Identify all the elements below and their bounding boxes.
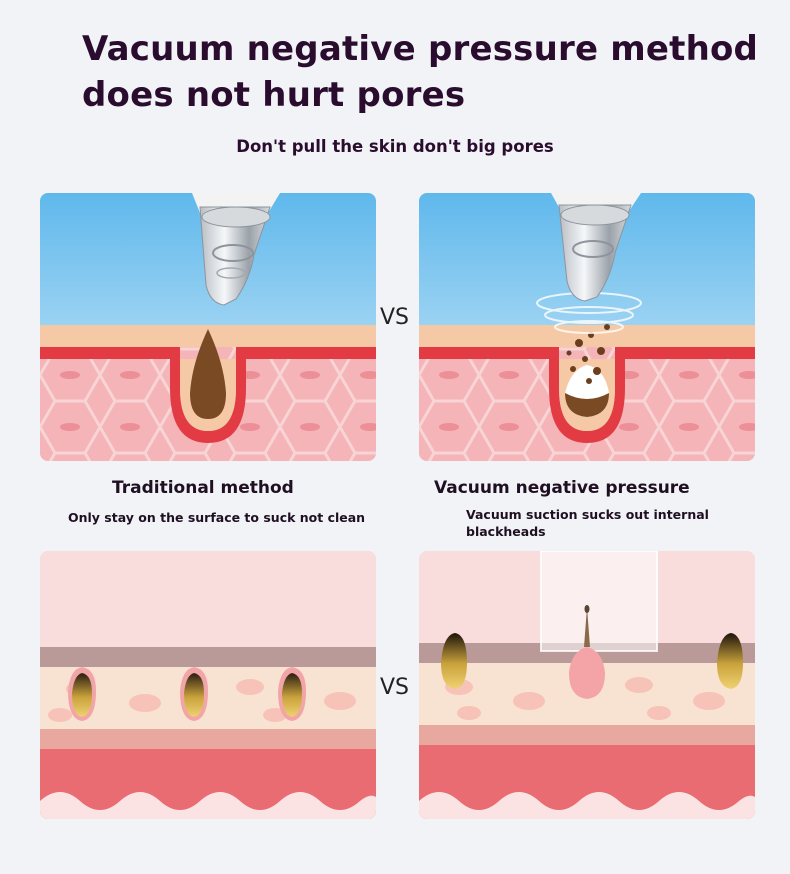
traditional-method-illustration — [40, 193, 376, 461]
vacuum-pores-cross-section — [419, 551, 755, 819]
page-subtitle: Don't pull the skin don't big pores — [236, 137, 554, 156]
page-title-line-2: does not hurt pores — [82, 75, 466, 115]
vacuum-method-illustration — [419, 193, 755, 461]
traditional-method-description: Only stay on the surface to suck not cle… — [68, 510, 366, 525]
page-title-line-1: Vacuum negative pressure method — [82, 29, 759, 69]
vs-label-bottom: VS — [380, 675, 410, 700]
traditional-method-heading: Traditional method — [112, 478, 294, 498]
vacuum-method-heading: Vacuum negative pressure — [434, 478, 690, 498]
vacuum-method-description-line-1: Vacuum suction sucks out internal — [466, 507, 709, 522]
vacuum-method-description-line-2: blackheads — [466, 524, 546, 539]
vacuum-method-description: Vacuum suction sucks out internal blackh… — [466, 506, 709, 540]
page-title: Vacuum negative pressure method does not… — [82, 26, 758, 118]
traditional-pores-cross-section — [40, 551, 376, 819]
vs-label-top: VS — [380, 305, 410, 330]
